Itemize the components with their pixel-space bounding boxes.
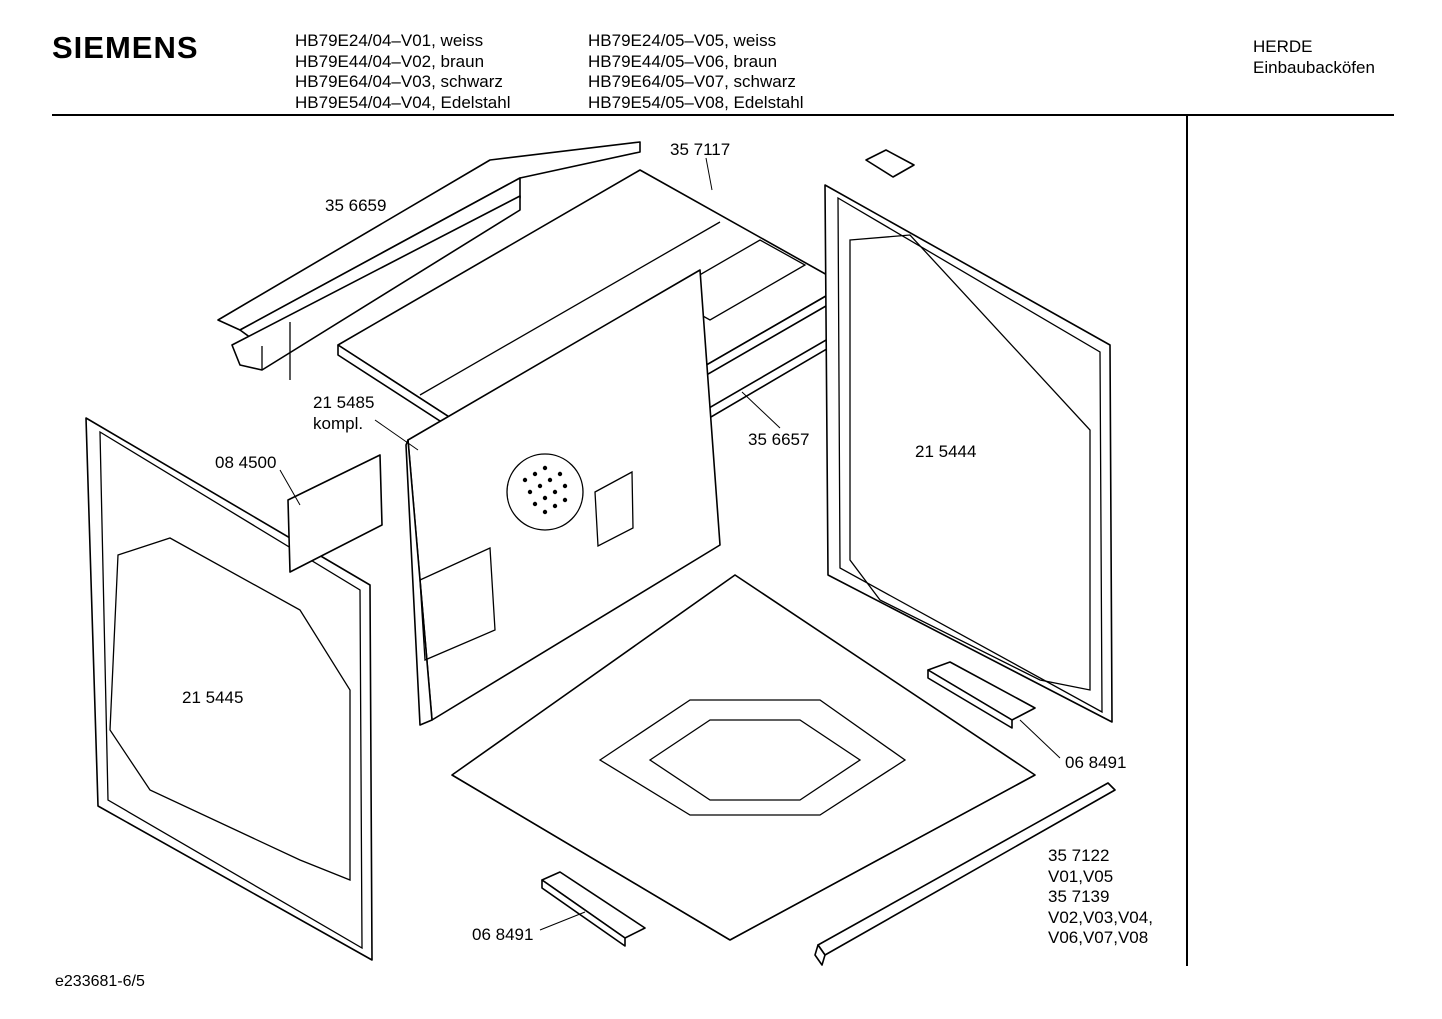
- fan-vent-holes: [522, 465, 568, 515]
- header-divider: [52, 114, 1394, 116]
- rear-rail-part: [217, 141, 641, 380]
- model-list-col1: HB79E24/04–V01, weiss HB79E44/04–V02, br…: [295, 31, 511, 114]
- small-bracket-part: [865, 149, 915, 178]
- part-label-fan-cover: 21 5485: [313, 393, 375, 412]
- leader-lines: [279, 157, 1061, 931]
- hinge-bottom-part: [541, 871, 646, 947]
- model-item: HB79E44/04–V02, braun: [295, 51, 485, 71]
- side-column-divider: [1186, 116, 1188, 966]
- trim-line: V06,V07,V08: [1048, 928, 1149, 947]
- oven-floor-part: [451, 574, 1036, 941]
- part-label-hinge-right: 06 8491: [1065, 753, 1127, 772]
- part-label-top-panel: 35 7117: [670, 140, 731, 159]
- category-line: HERDE: [1253, 37, 1313, 56]
- document-id: e233681-6/5: [55, 973, 145, 990]
- trim-line: 35 7139: [1048, 887, 1110, 906]
- model-item: HB79E24/04–V01, weiss: [295, 31, 484, 50]
- part-label-fan-cover-note: kompl.: [313, 414, 364, 433]
- trim-line: V02,V03,V04,: [1048, 907, 1153, 927]
- model-item: HB79E64/04–V03, schwarz: [295, 72, 503, 92]
- brand-logo: SIEMENS: [52, 30, 199, 65]
- category-heading: HERDE Einbaubacköfen: [1253, 37, 1375, 78]
- part-label-front-strip: 35 6657: [748, 430, 810, 449]
- part-label-hinge-bottom: 06 8491: [472, 925, 534, 944]
- part-label-side-left: 21 5445: [182, 688, 244, 707]
- model-item: HB79E24/05–V05, weiss: [588, 31, 777, 50]
- part-label-side-right: 21 5444: [915, 442, 977, 461]
- part-label-vent-grille: 08 4500: [215, 453, 277, 472]
- category-line: Einbaubacköfen: [1253, 57, 1375, 77]
- right-side-panel-part: [824, 184, 1113, 723]
- trim-line: V01,V05: [1048, 866, 1114, 886]
- part-label-rear-rail: 35 6659: [325, 196, 387, 215]
- part-label-front-trim: 35 7122 V01,V05 35 7139 V02,V03,V04, V06…: [1048, 846, 1153, 949]
- vent-grille-part: [287, 454, 383, 573]
- model-item: HB79E64/05–V07, schwarz: [588, 72, 796, 92]
- model-item: HB79E54/05–V08, Edelstahl: [588, 93, 804, 113]
- model-item: HB79E54/04–V04, Edelstahl: [295, 93, 511, 113]
- hinge-right-part: [927, 661, 1036, 729]
- model-list-col2: HB79E24/05–V05, weiss HB79E44/05–V06, br…: [588, 31, 804, 114]
- oven-cavity-part: [405, 269, 721, 726]
- model-item: HB79E44/05–V06, braun: [588, 51, 778, 71]
- trim-line: 35 7122: [1048, 846, 1110, 865]
- front-trim-part: [814, 782, 1116, 966]
